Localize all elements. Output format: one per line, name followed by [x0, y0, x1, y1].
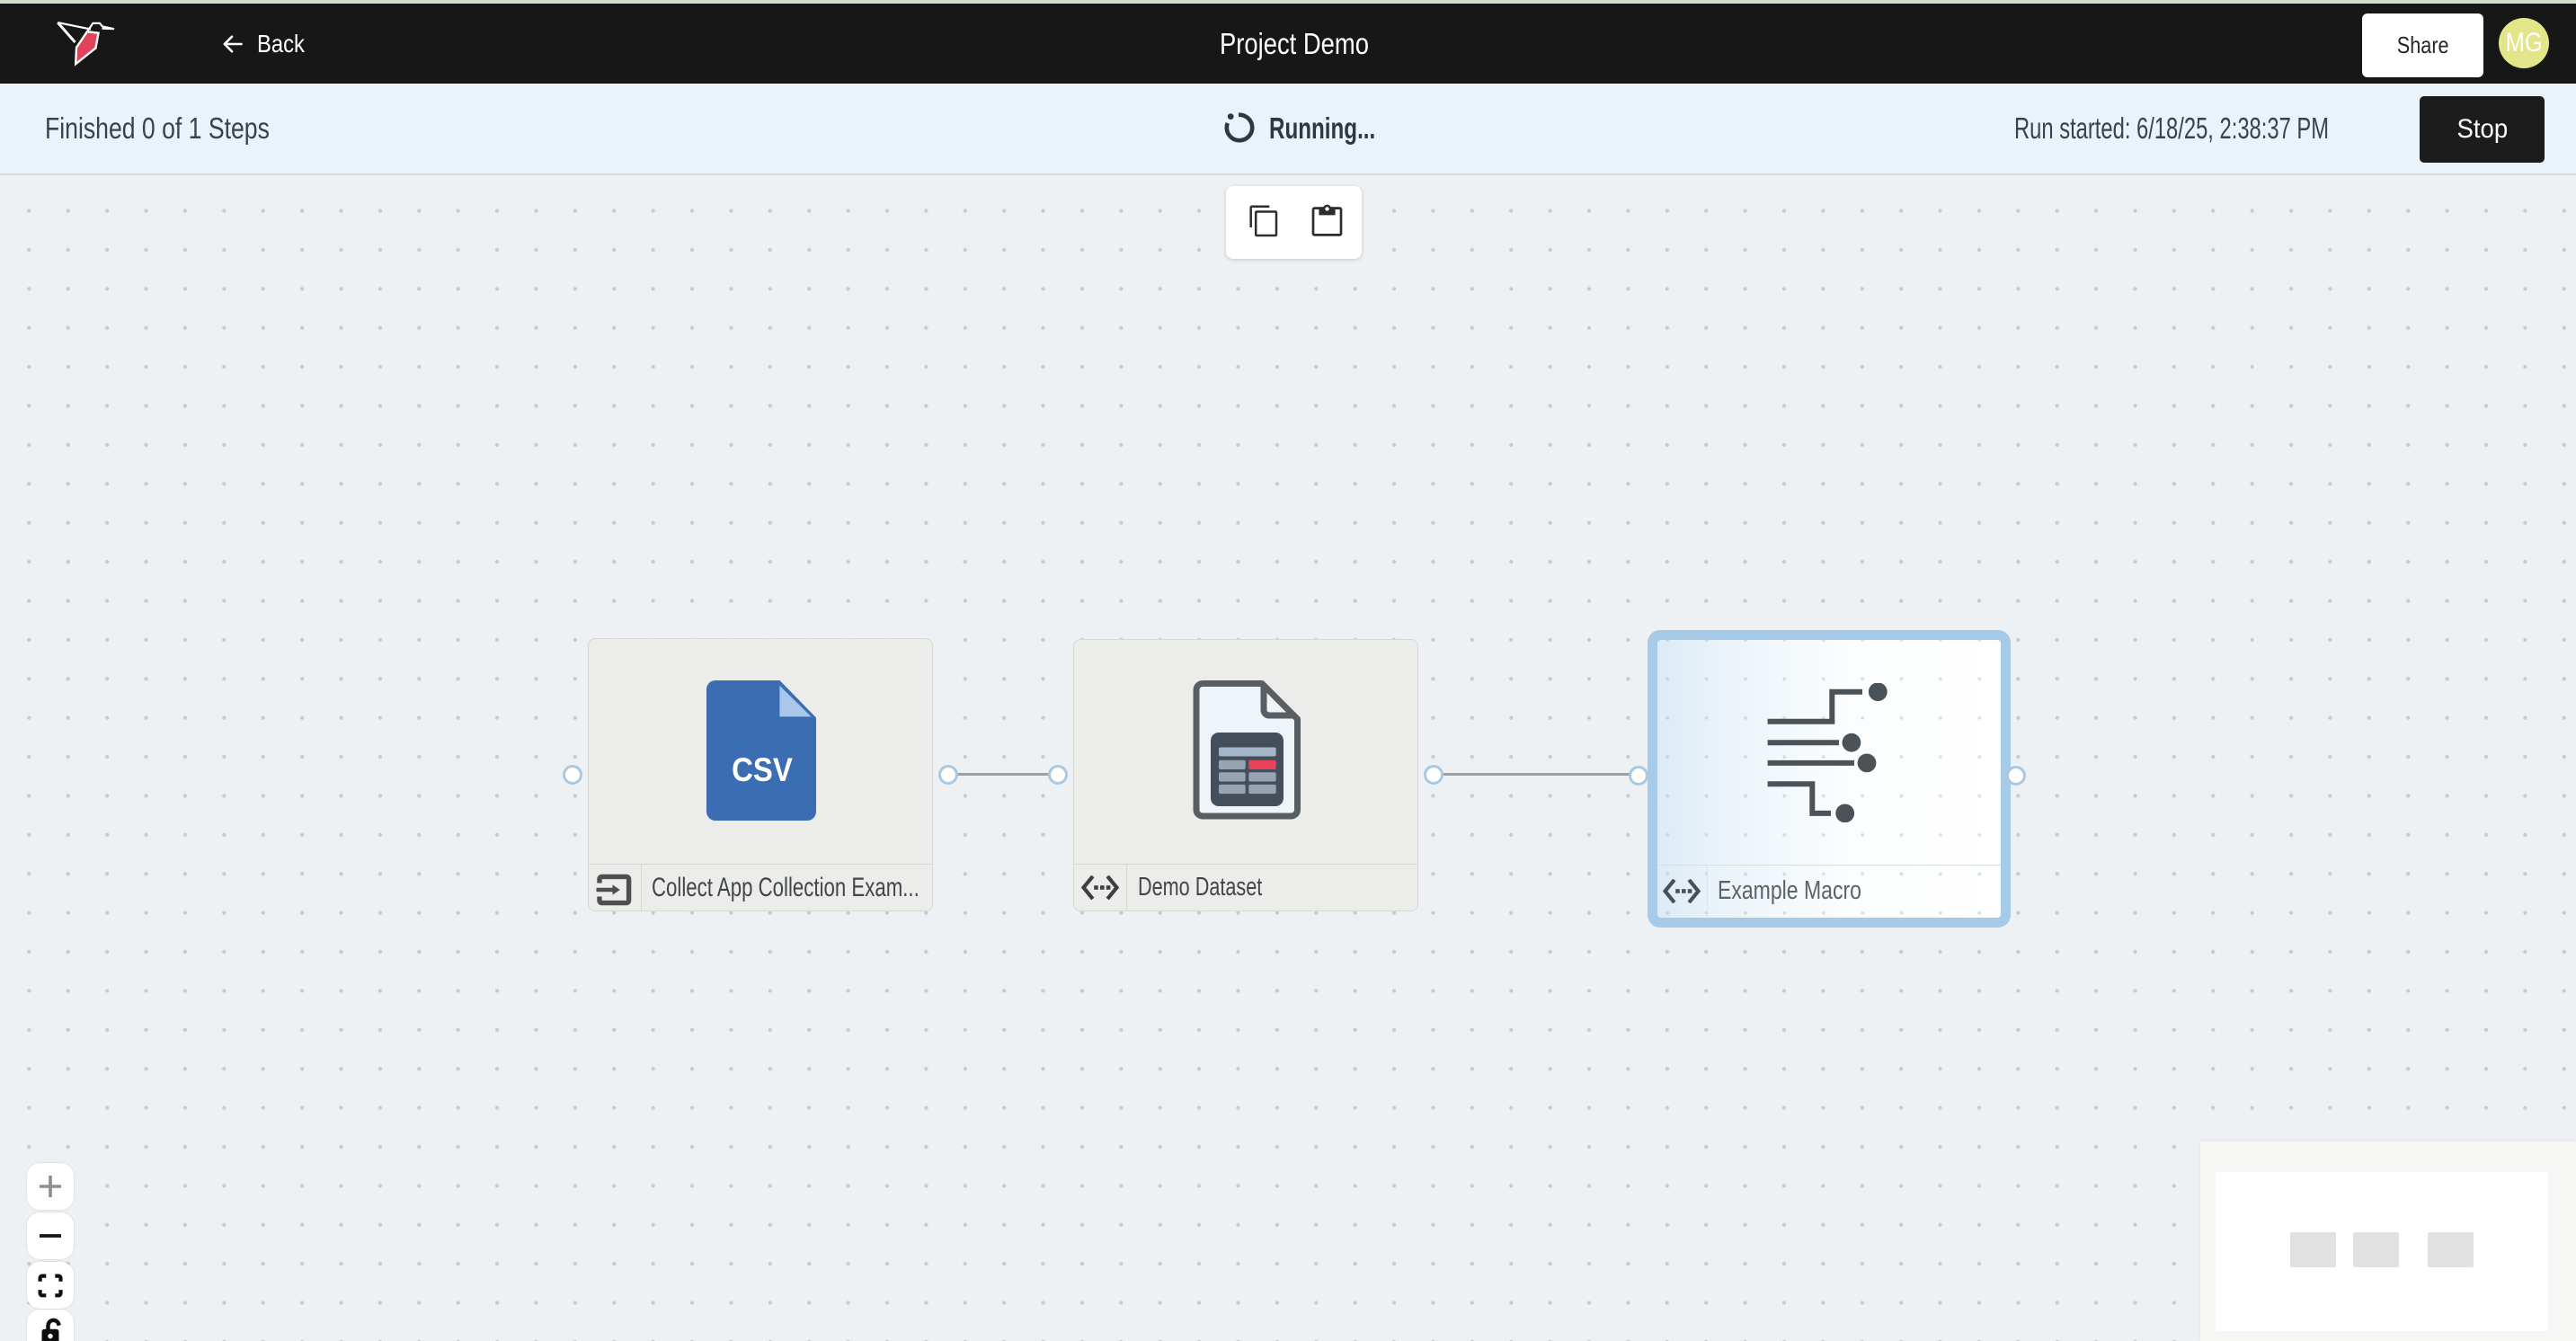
- svg-text:CSV: CSV: [732, 751, 793, 788]
